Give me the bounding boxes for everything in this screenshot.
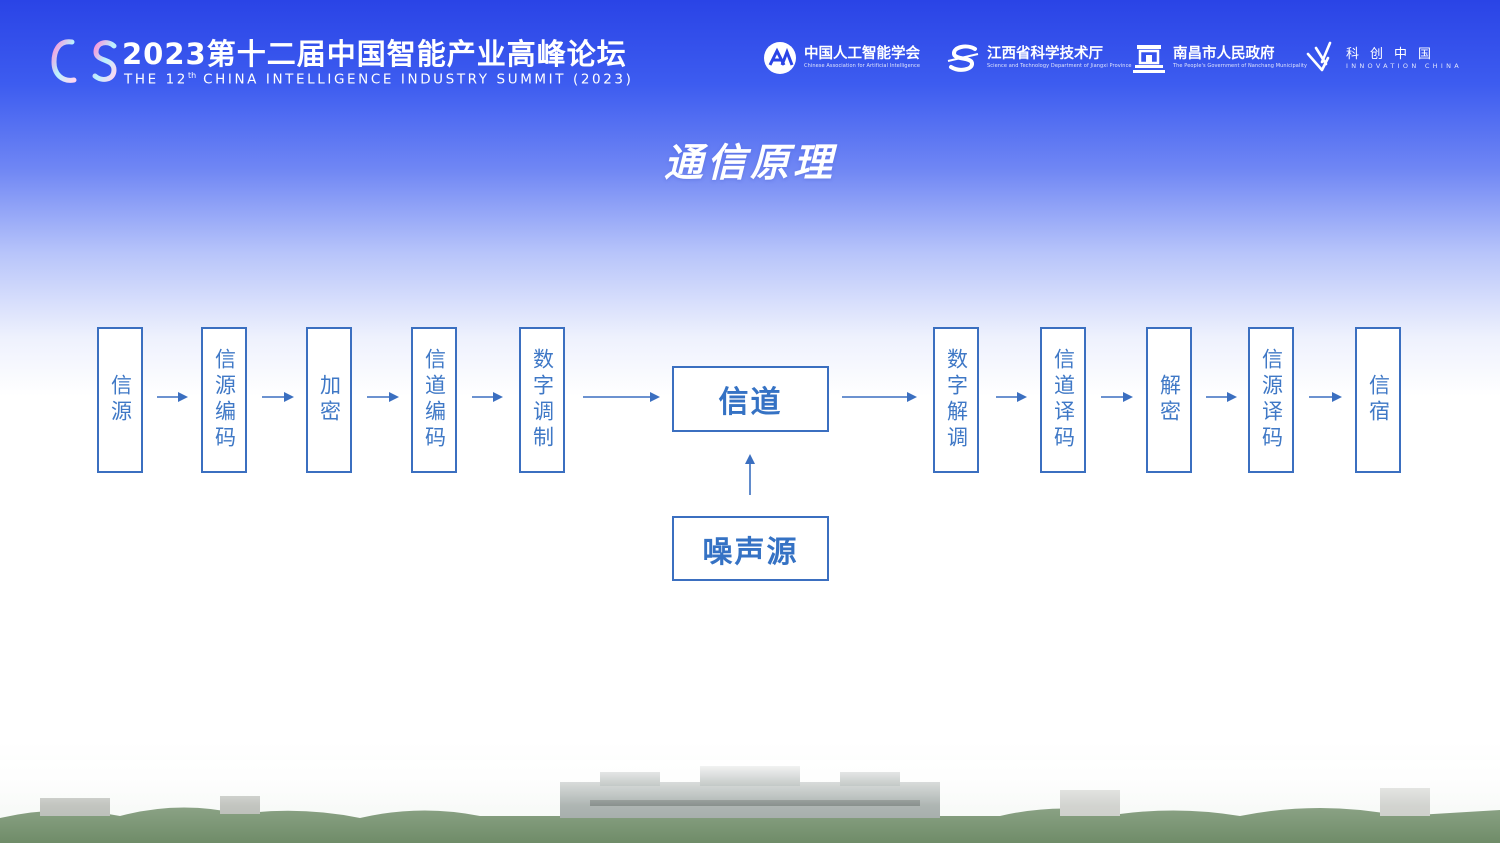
node-label: 数字调制 — [530, 348, 555, 452]
node-source-encoding: 信源编码 — [201, 327, 247, 473]
node-decryption: 解密 — [1146, 327, 1192, 473]
partner-nanchang: 南昌市人民政府 The People's Government of Nanch… — [1131, 38, 1307, 78]
node-label: 加密 — [317, 374, 342, 426]
node-sink: 信宿 — [1355, 327, 1401, 473]
innovation-china-logo-icon — [1306, 41, 1332, 72]
node-digital-modulation: 数字调制 — [519, 327, 565, 473]
partner-en-name: Science and Technology Department of Jia… — [987, 63, 1132, 69]
partner-name: 南昌市人民政府 — [1173, 46, 1275, 62]
nanchang-government-logo-icon — [1133, 45, 1165, 73]
node-label: 信源译码 — [1259, 348, 1284, 452]
node-label: 信道译码 — [1051, 348, 1076, 452]
node-label: 信道编码 — [422, 348, 447, 452]
node-label: 解密 — [1157, 374, 1182, 426]
summit-title: 2023第十二届中国智能产业高峰论坛 — [122, 37, 627, 71]
node-encryption: 加密 — [306, 327, 352, 473]
caai-logo-icon — [764, 42, 796, 74]
node-noise-source: 噪声源 — [672, 516, 829, 581]
partner-en-name: INNOVATION CHINA — [1346, 62, 1463, 70]
city-landscape-image — [0, 760, 1500, 843]
node-channel-encoding: 信道编码 — [411, 327, 457, 473]
partner-en-name: Chinese Association for Artificial Intel… — [804, 63, 921, 69]
node-label: 信源编码 — [212, 348, 237, 452]
node-digital-demodulation: 数字解调 — [933, 327, 979, 473]
node-label: 信源 — [108, 374, 133, 426]
summit-subtitle: THE 12th CHINA INTELLIGENCE INDUSTRY SUM… — [124, 71, 634, 88]
page-heading: 通信原理 — [663, 141, 836, 186]
summit-header: 2023第十二届中国智能产业高峰论坛 THE 12th CHINA INTELL… — [0, 0, 1500, 110]
jiangxi-sci-tech-logo-icon — [947, 44, 979, 72]
summit-subtitle-pre: THE 12 — [124, 71, 188, 88]
partner-en-name: The People's Government of Nanchang Muni… — [1173, 63, 1308, 69]
partner-innovation-china: 科创中国 INNOVATION CHINA — [1304, 38, 1462, 78]
node-channel-decoding: 信道译码 — [1040, 327, 1086, 473]
ciis-logo-icon — [51, 31, 117, 90]
node-channel: 信道 — [672, 366, 829, 432]
partner-name: 科创中国 — [1346, 47, 1443, 62]
summit-subtitle-sup: th — [188, 71, 197, 80]
partner-jiangxi: 江西省科学技术厅 Science and Technology Departme… — [945, 38, 1132, 78]
node-source-decoding: 信源译码 — [1248, 327, 1294, 473]
node-label: 数字解调 — [944, 348, 969, 452]
partner-name: 中国人工智能学会 — [804, 46, 920, 62]
partner-name: 江西省科学技术厅 — [987, 46, 1103, 62]
node-label: 信宿 — [1366, 374, 1391, 426]
node-source: 信源 — [97, 327, 143, 473]
partner-caai: 中国人工智能学会 Chinese Association for Artific… — [762, 38, 920, 78]
summit-subtitle-post: CHINA INTELLIGENCE INDUSTRY SUMMIT (2023… — [196, 71, 634, 88]
